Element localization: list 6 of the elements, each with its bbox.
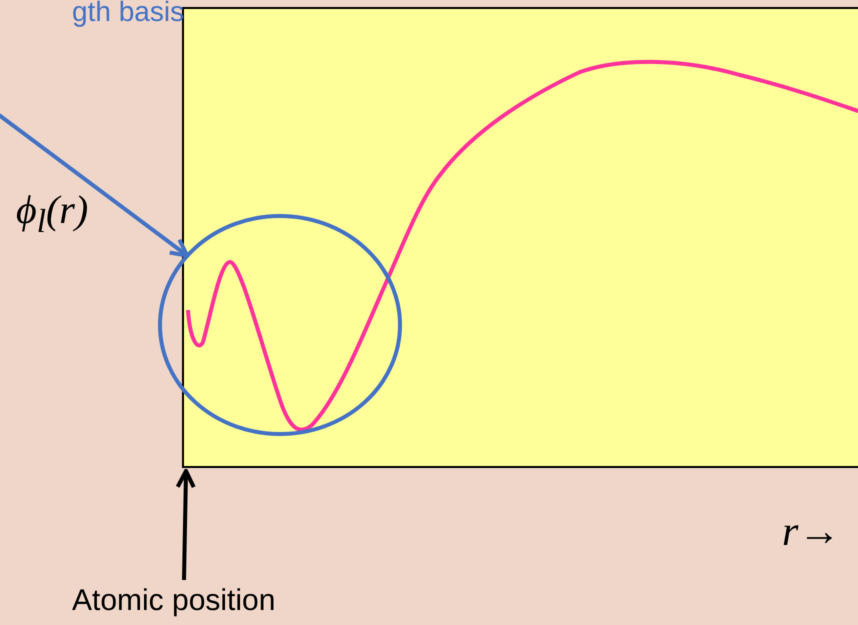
arrow xyxy=(176,469,196,580)
circle-outline xyxy=(158,214,402,436)
position-label: Atomic position xyxy=(72,584,276,622)
function-label: ϕ$_{l}$(r) xyxy=(16,186,88,241)
caption-text: gth basis xyxy=(72,0,184,28)
axis-label: r→ xyxy=(782,508,840,556)
